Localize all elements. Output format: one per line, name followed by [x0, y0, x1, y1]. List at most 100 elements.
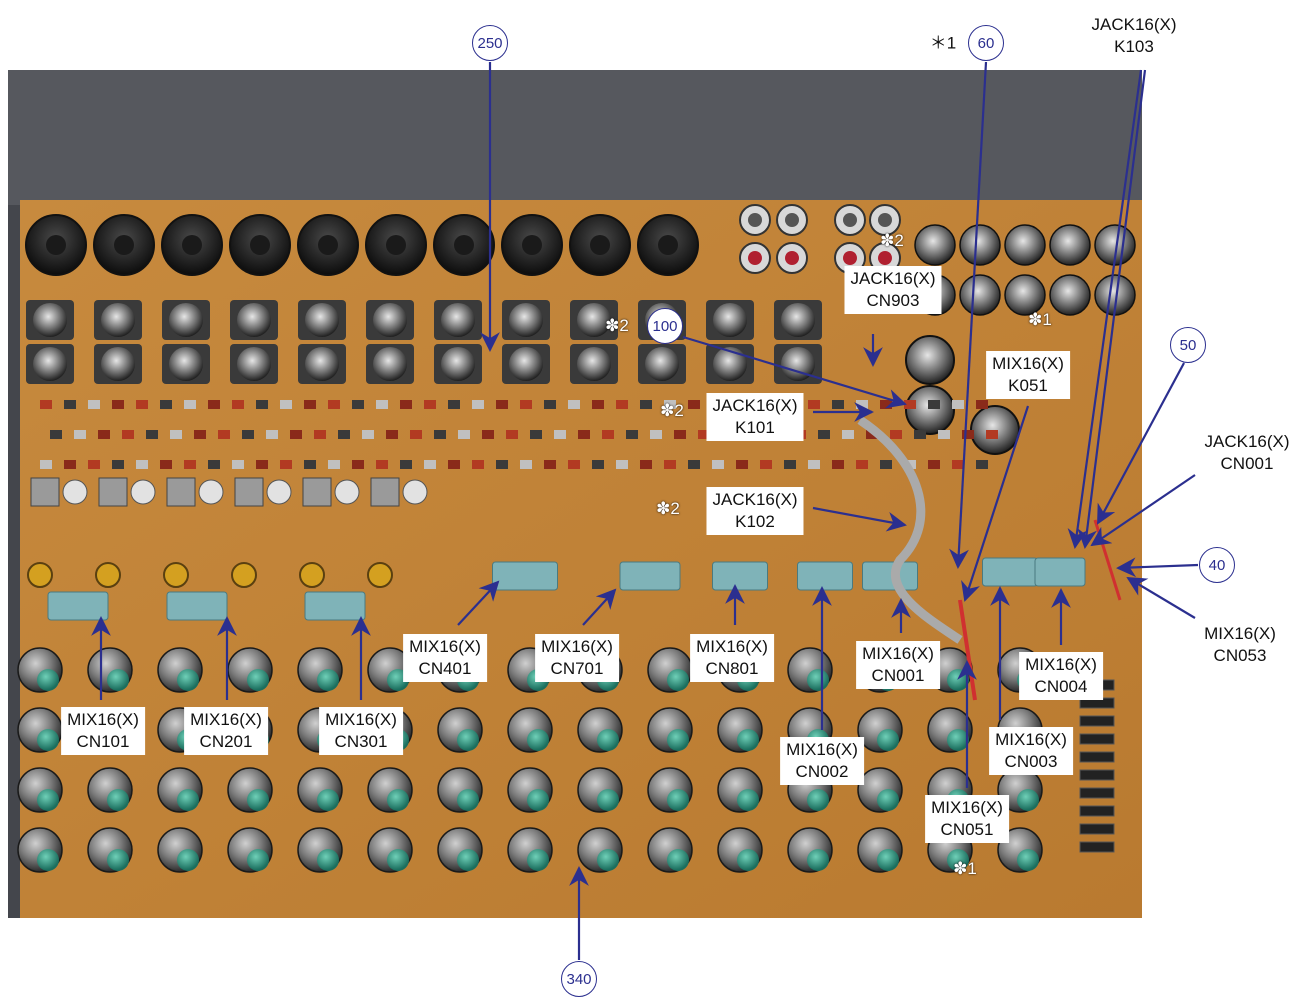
label-mix-cn002: MIX16(X)CN002	[780, 737, 864, 785]
rca-jack-center	[878, 213, 892, 227]
smd-part	[976, 460, 988, 469]
knob-cap	[247, 789, 269, 811]
rca-jack-center	[843, 251, 857, 265]
knob-cap	[317, 669, 339, 691]
callout-60: 60	[968, 25, 1004, 61]
smd-part	[280, 460, 292, 469]
xlr-jack-center	[386, 235, 406, 255]
yellow-trim	[163, 562, 189, 588]
ribbon-connector	[1034, 557, 1086, 587]
note-mark-2-k101: ✽2	[660, 401, 684, 420]
smd-part	[962, 430, 974, 439]
smd-part	[112, 460, 124, 469]
arrow-40	[1116, 557, 1199, 578]
smd-part	[266, 430, 278, 439]
trimmer-knob	[62, 479, 88, 505]
smd-part	[674, 430, 686, 439]
phone-jack	[237, 347, 271, 381]
knob-cap	[807, 849, 829, 871]
phone-jack	[237, 303, 271, 337]
phone-jack	[781, 347, 815, 381]
knob-cap	[877, 729, 899, 751]
note-mark-1-top: ＊1	[929, 33, 957, 53]
smd-part	[184, 400, 196, 409]
trimmer	[98, 477, 128, 507]
knob-cap	[107, 849, 129, 871]
phone-jack	[914, 224, 956, 266]
phone-jack	[33, 303, 67, 337]
smd-part	[400, 460, 412, 469]
smd-part	[914, 430, 926, 439]
callout-340: 340	[561, 961, 597, 997]
smd-part	[952, 460, 964, 469]
smd-part	[194, 430, 206, 439]
smd-part	[136, 460, 148, 469]
phone-jack	[305, 303, 339, 337]
smd-part	[74, 430, 86, 439]
smd-part	[626, 430, 638, 439]
yellow-trim	[299, 562, 325, 588]
phone-jack	[577, 303, 611, 337]
led-segment	[1079, 841, 1115, 853]
wire-harness	[857, 416, 963, 644]
knob-cap	[457, 729, 479, 751]
trimmer	[234, 477, 264, 507]
phone-jack	[441, 347, 475, 381]
smd-part	[640, 460, 652, 469]
smd-part	[664, 460, 676, 469]
ribbon-connector	[862, 561, 918, 591]
phone-jack	[305, 347, 339, 381]
knob-cap	[807, 789, 829, 811]
phone-jack	[373, 303, 407, 337]
ribbon-connector	[166, 591, 228, 621]
phone-jack	[373, 347, 407, 381]
red-wire	[958, 599, 977, 701]
smd-part	[98, 430, 110, 439]
rca-jack-center	[748, 213, 762, 227]
callout-50: 50	[1170, 327, 1206, 363]
led-segment	[1079, 715, 1115, 727]
smd-part	[40, 400, 52, 409]
led-segment	[1079, 733, 1115, 745]
smd-part	[146, 430, 158, 439]
note-mark-2-k100: ✽2	[605, 316, 629, 335]
smd-part	[530, 430, 542, 439]
knob-cap	[37, 729, 59, 751]
smd-part	[472, 460, 484, 469]
smd-part	[170, 430, 182, 439]
smd-part	[386, 430, 398, 439]
trimmer-knob	[266, 479, 292, 505]
knob-cap	[667, 669, 689, 691]
xlr-jack-center	[182, 235, 202, 255]
smd-part	[410, 430, 422, 439]
yellow-trim	[95, 562, 121, 588]
knob-cap	[597, 729, 619, 751]
smd-part	[520, 400, 532, 409]
ribbon-connector	[619, 561, 681, 591]
smd-part	[256, 400, 268, 409]
smd-part	[698, 430, 710, 439]
knob-cap	[247, 669, 269, 691]
smd-part	[520, 460, 532, 469]
trimmer	[370, 477, 400, 507]
rca-jack-center	[843, 213, 857, 227]
smd-part	[208, 400, 220, 409]
label-mix-k051: MIX16(X)K051	[986, 351, 1070, 399]
knob-cap	[737, 789, 759, 811]
smd-part	[458, 430, 470, 439]
label-mix-cn001: MIX16(X)CN001	[856, 641, 940, 689]
smd-part	[616, 400, 628, 409]
xlr-jack-center	[658, 235, 678, 255]
smd-part	[712, 460, 724, 469]
smd-part	[338, 430, 350, 439]
yellow-trim	[27, 562, 53, 588]
smd-part	[352, 460, 364, 469]
label-jack-k102: JACK16(X)K102	[706, 487, 804, 535]
led-segment	[1079, 751, 1115, 763]
smd-part	[688, 460, 700, 469]
knob-cap	[807, 669, 829, 691]
phone-jack	[509, 303, 543, 337]
label-mix-cn201: MIX16(X)CN201	[184, 707, 268, 755]
smd-part	[578, 430, 590, 439]
